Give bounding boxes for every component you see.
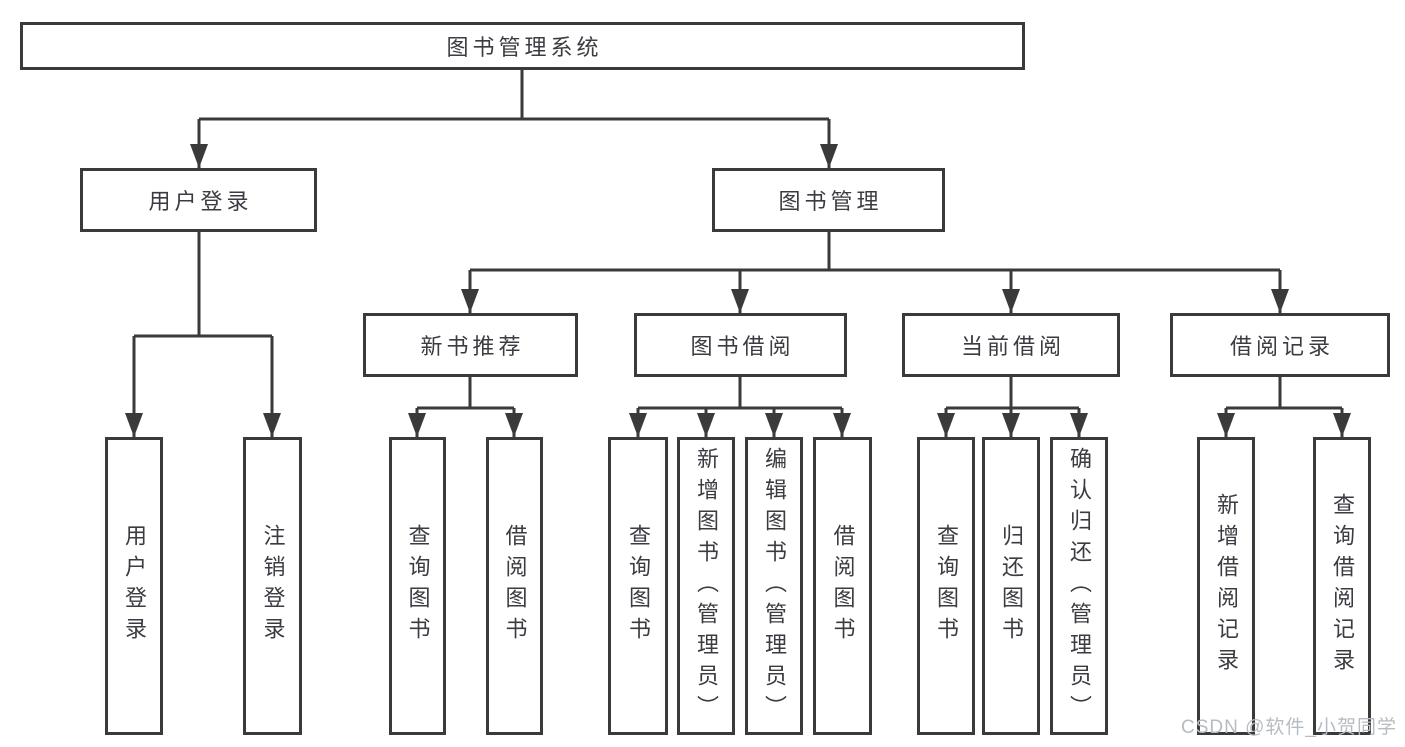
leaf-query-books-1: 查询图书: [389, 437, 446, 735]
node-label: 编辑图书（管理员）: [762, 446, 787, 726]
node-label: 查询借阅记录: [1330, 493, 1355, 679]
branch-root: [197, 70, 831, 168]
leaf-confirm-return-admin: 确认归还（管理员）: [1050, 437, 1108, 735]
node-label: 用户登录: [122, 524, 147, 648]
node-user-login: 用户登录: [80, 168, 317, 232]
node-current-borrow: 当前借阅: [902, 313, 1120, 377]
branch-book-borrow: [636, 377, 844, 437]
node-label: 新增图书（管理员）: [694, 446, 719, 726]
node-label: 归还图书: [999, 524, 1024, 648]
watermark: CSDN @软件_小贺同学: [1181, 717, 1397, 738]
node-new-book-recommend: 新书推荐: [363, 313, 578, 377]
leaf-borrow-books-1: 借阅图书: [486, 437, 543, 735]
node-label: 图书管理系统: [446, 35, 603, 60]
node-label: 用户登录: [148, 189, 253, 214]
node-label: 查询图书: [626, 524, 651, 648]
node-book-borrow: 图书借阅: [634, 313, 847, 377]
node-label: 查询图书: [405, 524, 431, 648]
branch-user-login: [132, 232, 274, 437]
node-label: 确认归还（管理员）: [1067, 446, 1092, 726]
branch-new-book-recommend: [415, 377, 516, 437]
leaf-query-books-3: 查询图书: [917, 437, 975, 735]
node-label: 查询图书: [934, 524, 959, 648]
node-book-management: 图书管理: [712, 168, 945, 232]
branch-current-borrow: [944, 377, 1081, 437]
leaf-return-books: 归还图书: [982, 437, 1040, 735]
leaf-user-login: 用户登录: [105, 437, 163, 735]
leaf-logout: 注销登录: [243, 437, 302, 735]
node-label: 新书推荐: [420, 334, 525, 359]
branch-book-management: [468, 232, 1282, 313]
node-label: 新增借阅记录: [1214, 493, 1239, 679]
node-label: 借阅记录: [1229, 334, 1334, 359]
node-label: 当前借阅: [960, 334, 1065, 359]
leaf-borrow-books-2: 借阅图书: [813, 437, 872, 735]
leaf-add-borrow-record: 新增借阅记录: [1197, 437, 1255, 735]
node-label: 借阅图书: [502, 524, 528, 648]
leaf-query-books-2: 查询图书: [608, 437, 668, 735]
node-label: 借阅图书: [830, 524, 856, 648]
branch-borrow-records: [1224, 377, 1344, 437]
node-library-system: 图书管理系统: [20, 22, 1025, 70]
node-label: 图书管理: [778, 189, 883, 214]
leaf-query-borrow-record: 查询借阅记录: [1313, 437, 1371, 735]
leaf-edit-books-admin: 编辑图书（管理员）: [745, 437, 803, 735]
leaf-add-books-admin: 新增图书（管理员）: [677, 437, 735, 735]
node-label: 图书借阅: [690, 334, 795, 359]
node-borrow-records: 借阅记录: [1170, 313, 1390, 377]
node-label: 注销登录: [260, 524, 286, 648]
